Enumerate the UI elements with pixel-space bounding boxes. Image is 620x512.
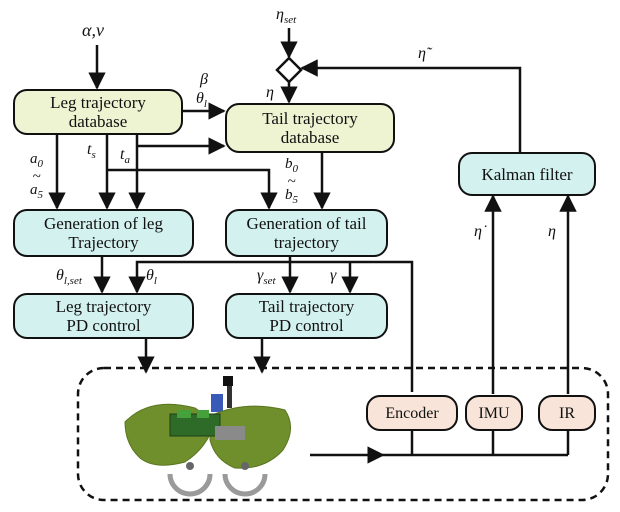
c-leg-right bbox=[222, 473, 268, 497]
label-t-s: ts bbox=[87, 141, 96, 162]
label-alpha-v: α,v bbox=[82, 20, 104, 40]
label-b5: b5 bbox=[285, 187, 298, 207]
ir-sensor: IR bbox=[538, 395, 596, 431]
comparator-node bbox=[275, 56, 303, 84]
kalman-filter: Kalman filter bbox=[458, 152, 596, 196]
label-b-coefficients: b0 ~ b5 bbox=[285, 156, 298, 207]
label-eta-tilde: η̃ bbox=[418, 45, 426, 62]
arrow-theta-l-feedback bbox=[128, 260, 414, 392]
label-theta-l-top: θl bbox=[196, 90, 207, 111]
label-gamma-set: γset bbox=[257, 267, 276, 288]
label-eta-set-text: ηset bbox=[276, 6, 297, 27]
label-gamma: γ bbox=[330, 267, 337, 284]
label-beta: β bbox=[200, 71, 208, 88]
label-eta-ir: η bbox=[548, 223, 556, 240]
gearbox bbox=[215, 426, 245, 440]
imu-sensor: IMU bbox=[465, 395, 523, 431]
tail-tip bbox=[223, 376, 233, 386]
c-leg-left bbox=[167, 473, 213, 497]
label-a-tilde: ~ bbox=[32, 169, 41, 185]
tail-trajectory-database: Tail trajectory database bbox=[225, 103, 395, 153]
robot-boundary bbox=[76, 366, 610, 502]
label-t-a: ta bbox=[120, 146, 130, 167]
label-eta-dot: η̇ bbox=[474, 223, 482, 240]
generation-of-leg-trajectory: Generation of leg Trajectory bbox=[13, 209, 194, 257]
leg-hub-right bbox=[241, 462, 249, 470]
label-a-coefficients: a0 ~ a5 bbox=[30, 151, 43, 202]
label-eta: η bbox=[266, 84, 274, 101]
label-a5: a5 bbox=[30, 182, 43, 202]
label-a0: a0 bbox=[30, 151, 43, 171]
board-component bbox=[197, 410, 209, 418]
body-shell-right bbox=[209, 405, 291, 469]
label-eta-set: ηset bbox=[276, 7, 296, 28]
electronics-board bbox=[169, 413, 221, 437]
label-theta-lset: θl,set bbox=[56, 267, 82, 288]
robot-illustration bbox=[124, 376, 291, 497]
tail-trajectory-pd-control: Tail trajectory PD control bbox=[225, 293, 388, 339]
encoder-sensor: Encoder bbox=[366, 395, 458, 431]
label-theta-l: θl bbox=[146, 267, 157, 288]
leg-hub-left bbox=[186, 462, 194, 470]
arrow-ts-to-gen-tail bbox=[107, 168, 278, 210]
label-b0: b0 bbox=[285, 156, 298, 176]
tail-rod bbox=[227, 386, 232, 408]
label-b-tilde: ~ bbox=[287, 174, 296, 190]
board-component bbox=[177, 410, 191, 418]
generation-of-tail-trajectory: Generation of tail trajectory bbox=[225, 209, 388, 257]
arrow-eta-tilde bbox=[300, 59, 522, 152]
leg-trajectory-pd-control: Leg trajectory PD control bbox=[13, 293, 194, 339]
leg-trajectory-database: Leg trajectory database bbox=[13, 89, 183, 135]
tail-motor bbox=[211, 394, 223, 412]
